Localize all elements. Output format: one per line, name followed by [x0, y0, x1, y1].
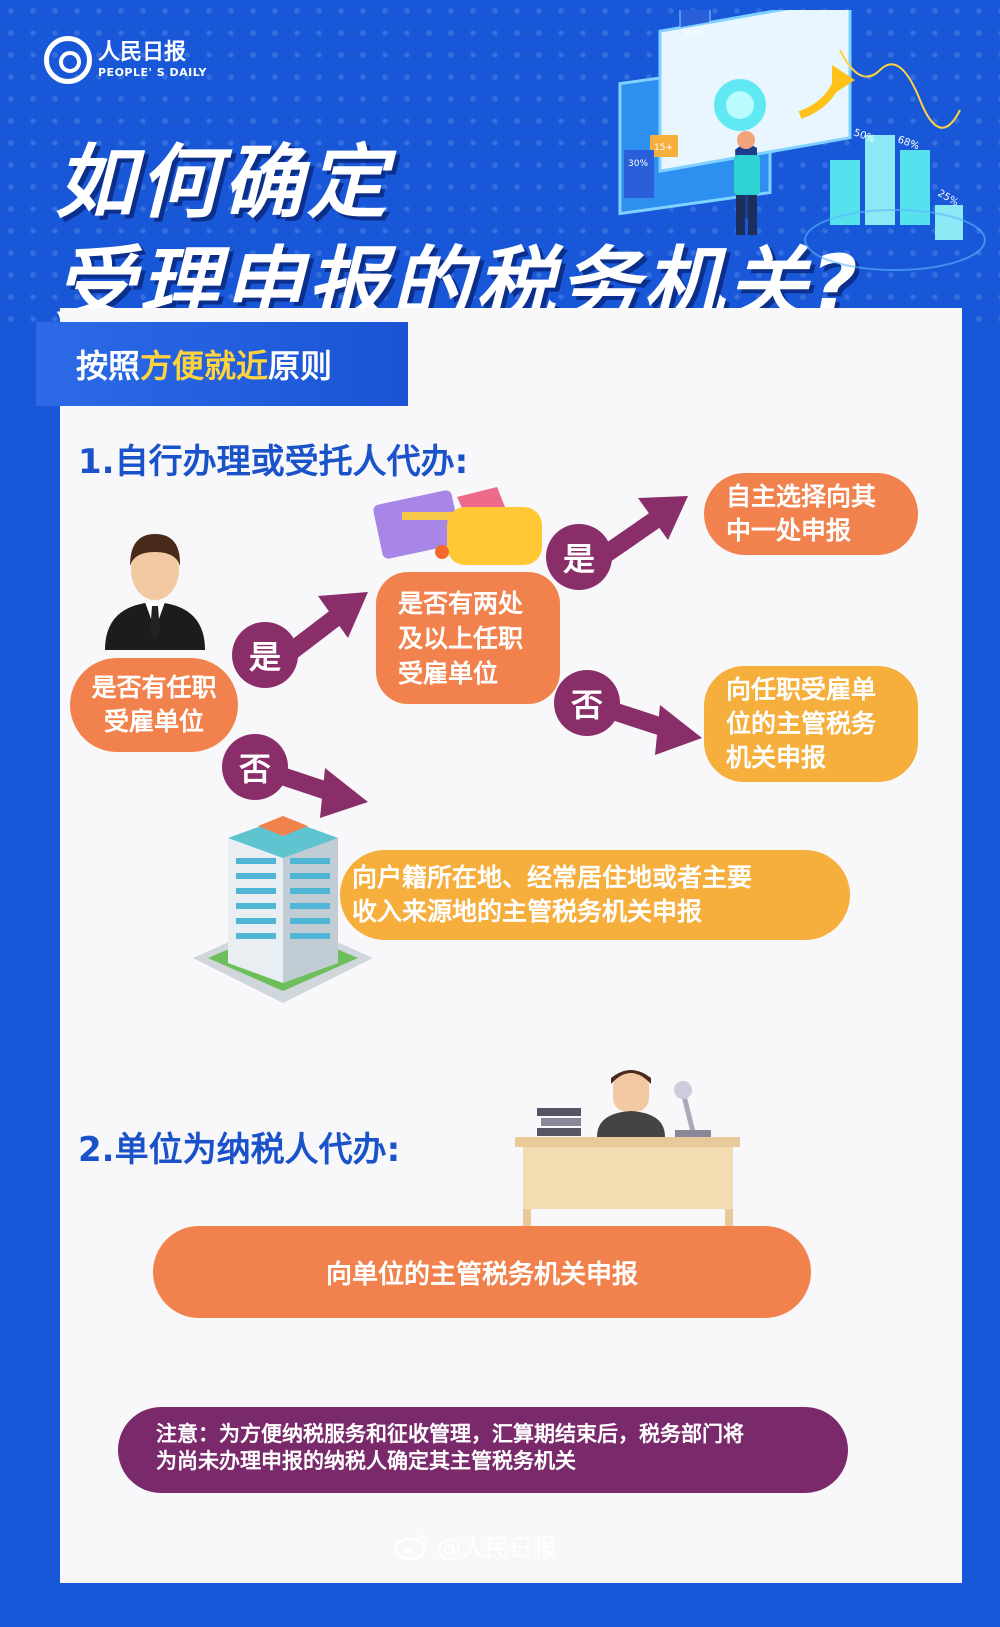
question-multiple-employers: 是否有两处 及以上任职 受雇单位	[376, 572, 560, 704]
note-line-1: 注意：为方便纳税服务和征收管理，汇算期结束后，税务部门将	[156, 1422, 744, 1446]
question-employed: 是否有任职 受雇单位	[70, 658, 238, 752]
yes-badge-2: 是	[546, 524, 612, 590]
result-residence-line-1: 向户籍所在地、经常居住地或者主要	[352, 863, 753, 893]
result-choose-line-2: 中一处申报	[726, 516, 852, 545]
brand-logo: 人民日报 PEOPLE' S DAILY	[44, 36, 207, 84]
question-employed-line-1: 是否有任职	[91, 673, 217, 703]
note-line-2: 为尚未办理申报的纳税人确定其主管税务机关	[156, 1449, 576, 1474]
at-icon	[44, 36, 92, 84]
result-residence-line-2: 收入来源地的主管税务机关申报	[352, 897, 703, 926]
no-badge-2: 否	[222, 734, 288, 800]
hero-label-3: 30%	[628, 159, 648, 169]
hero-label-4: 50%	[852, 127, 877, 145]
principle-tag: 按照方便就近原则	[36, 322, 408, 406]
result-choose-one: 自主选择向其 中一处申报	[704, 473, 918, 555]
building-icon	[193, 816, 373, 1003]
wallet-cards-icon	[373, 487, 542, 565]
title-line-1: 如何确定	[55, 136, 391, 229]
office-desk-icon	[515, 1070, 740, 1227]
principle-suffix: 原则	[268, 347, 333, 385]
result-unit-office: 向单位的主管税务机关申报	[153, 1226, 811, 1318]
principle-highlight: 方便就近	[140, 347, 269, 385]
result-employer-line-3: 机关申报	[726, 742, 827, 772]
data-analysis-illustration: 2.6x 15+ 30% 50% 68% 25%	[618, 10, 986, 271]
result-residence-office: 向户籍所在地、经常居住地或者主要 收入来源地的主管税务机关申报	[340, 850, 850, 940]
result-choose-line-1: 自主选择向其	[726, 482, 877, 512]
question-multiple-line-1: 是否有两处	[398, 588, 524, 618]
footer-watermark: @人民日报	[395, 1528, 557, 1563]
hero-label-2: 15+	[654, 143, 673, 153]
no-badge-1: 否	[554, 670, 620, 736]
principle-prefix: 按照	[76, 347, 141, 385]
brand-en: PEOPLE' S DAILY	[98, 66, 207, 79]
result-employer-office: 向任职受雇单 位的主管税务 机关申报	[704, 666, 918, 782]
result-unit-office-label: 向单位的主管税务机关申报	[325, 1259, 638, 1290]
note-box: 注意：为方便纳税服务和征收管理，汇算期结束后，税务部门将 为尚未办理申报的纳税人…	[118, 1407, 848, 1493]
result-employer-line-2: 位的主管税务	[726, 709, 877, 739]
brand-name: 人民日报	[98, 40, 187, 65]
hero-label-1: 2.6x	[684, 29, 704, 39]
hero-label-5: 68%	[896, 134, 921, 152]
weibo-icon	[395, 1534, 429, 1560]
footer-handle: @人民日报	[437, 1534, 557, 1562]
question-employed-line-2: 受雇单位	[103, 707, 204, 736]
question-multiple-line-2: 及以上任职	[398, 623, 524, 653]
result-employer-line-1: 向任职受雇单	[726, 675, 877, 705]
section-2-title: 2.单位为纳税人代办:	[78, 1130, 401, 1170]
section-1-title: 1.自行办理或受托人代办:	[78, 442, 469, 482]
businessman-icon	[105, 534, 205, 650]
question-multiple-line-3: 受雇单位	[398, 658, 499, 688]
yes-badge-1: 是	[232, 622, 298, 688]
